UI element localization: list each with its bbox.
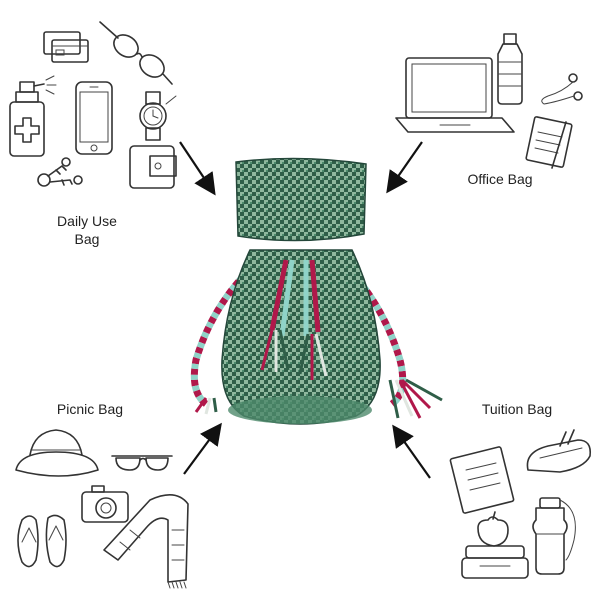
label-daily-use-line2: Bag	[74, 231, 100, 247]
sports-bottle-icon	[532, 497, 576, 575]
smartphone-icon	[75, 81, 113, 155]
bag-tassel-right	[298, 259, 328, 380]
laptop-icon	[395, 57, 515, 133]
scarf-icon	[103, 494, 189, 589]
bag-strap-tassel-right	[388, 378, 443, 419]
arrow-daily-to-bag	[179, 141, 216, 196]
bag-tassel-left	[260, 259, 295, 372]
arrow-picnic-to-bag	[183, 422, 222, 475]
label-tuition-bag: Tuition Bag	[481, 401, 553, 417]
sunglasses-icon	[99, 21, 173, 85]
label-office-bag: Office Bag	[467, 171, 533, 187]
label-daily-use-bag: Daily Use Bag	[42, 212, 132, 248]
flip-flops-icon	[17, 514, 67, 568]
sanitizer-spray-icon	[9, 75, 57, 157]
bag-strap-right	[335, 255, 407, 407]
notepad-pen-icon	[525, 116, 573, 169]
wristwatch-icon	[139, 91, 177, 141]
camera-icon	[81, 485, 129, 523]
lunchbox-apple-icon	[461, 511, 529, 579]
label-picnic-bag: Picnic Bag	[56, 401, 124, 417]
keys-icon	[37, 157, 83, 187]
pencil-case-icon	[526, 429, 592, 473]
label-daily-use-line1: Daily Use	[57, 213, 117, 229]
crochet-bucket-bag	[190, 157, 443, 425]
bag-strap-tassel-left	[194, 397, 218, 415]
bag-base	[228, 396, 372, 424]
notebook-icon	[449, 446, 515, 514]
bag-flap	[235, 157, 367, 242]
credit-cards-icon	[43, 31, 89, 63]
earphones-icon	[541, 73, 583, 105]
arrow-office-to-bag	[386, 141, 423, 194]
bag-strap-left	[190, 255, 265, 407]
arrow-tuition-to-bag	[392, 424, 431, 479]
bucket-hat-icon	[15, 429, 99, 477]
water-bottle-icon	[497, 33, 523, 105]
picnic-sunglasses-icon	[111, 455, 173, 471]
wallet-icon	[129, 145, 177, 189]
